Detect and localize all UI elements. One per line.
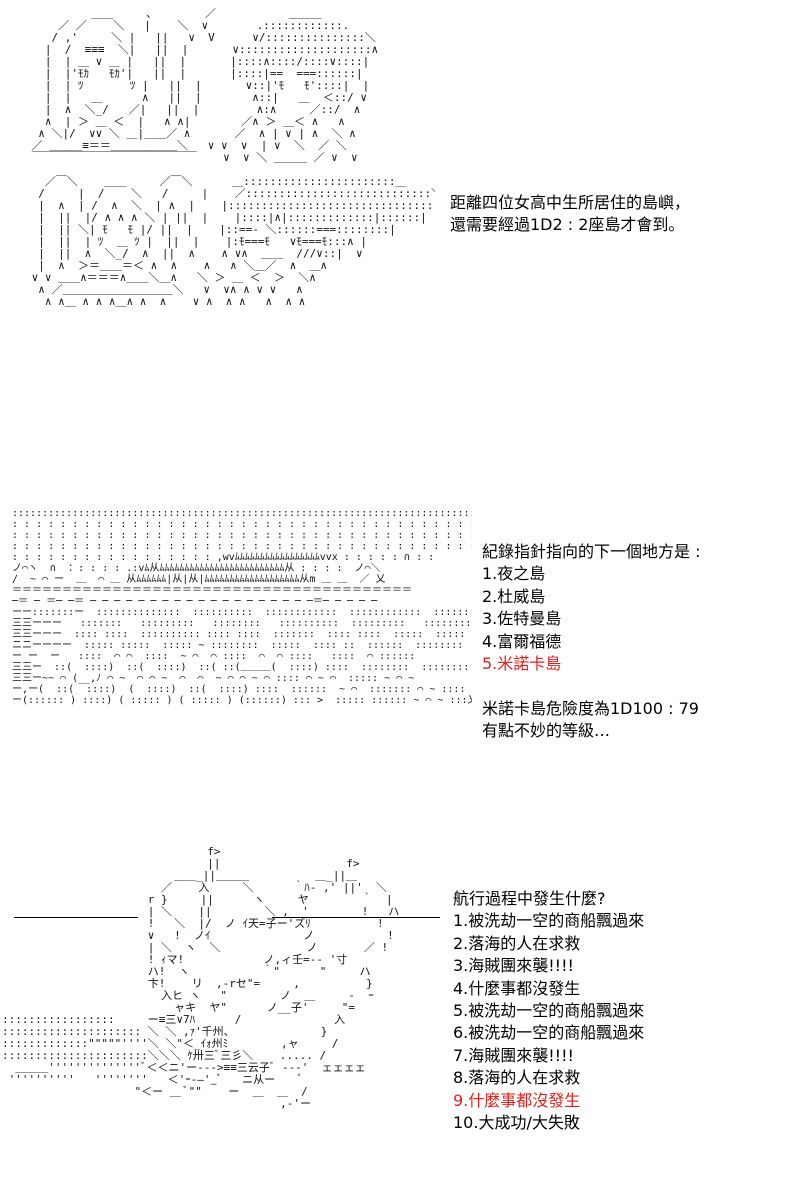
event-option: 7.海賊團來襲!!!! [453, 1045, 574, 1065]
danger-line: 米諾卡島危險度為1D100 : 79 [482, 698, 699, 718]
option-item: 2.杜威島 [482, 586, 546, 606]
event-option: 5.被洗劫一空的商船飄過來 [453, 1001, 645, 1021]
event-option: 3.海賊團來襲!!!! [453, 956, 574, 976]
event-intro: 航行過程中發生什麼? [453, 889, 606, 908]
event-option: 10.大成功/大失敗 [453, 1113, 580, 1133]
ship-ascii-art: f> || f> ＿＿_||＿＿＿ ＿_||＿ ／ 入 ＼ ｀ﾊ- ,' ||'… [2, 846, 400, 1110]
event-option-selected: 9.什麼事都沒發生 [453, 1090, 581, 1110]
event-option: 1.被洗劫一空的商船飄過來 [453, 911, 645, 931]
panel1-caption: 距離四位女高中生所居住的島嶼， 還需要經過1D2 : 2座島才會到。 [450, 192, 690, 236]
event-option: 2.落海的人在求救 [453, 933, 581, 953]
option-item: 3.佐特曼島 [482, 609, 562, 629]
event-option: 6.被洗劫一空的商船飄過來 [453, 1023, 645, 1043]
event-option: 8.落海的人在求救 [453, 1068, 581, 1088]
panel3-text: 航行過程中發生什麼? 1.被洗劫一空的商船飄過來 2.落海的人在求救 3.海賊團… [453, 888, 644, 1134]
horizon-line-right [272, 917, 440, 918]
option-item: 4.富爾福德 [482, 631, 562, 651]
caption-line: 距離四位女高中生所居住的島嶼， [450, 193, 691, 212]
caption-line: 還需要經過1D2 : 2座島才會到。 [450, 215, 685, 234]
panel2-text: 紀錄指針指向的下一個地方是 : 1.夜之島 2.杜威島 3.佐特曼島 4.富爾福… [482, 541, 700, 743]
option-item-selected: 5.米諾卡島 [482, 654, 562, 674]
danger-line: 有點不妙的等級… [482, 721, 611, 741]
event-option: 4.什麼事都沒發生 [453, 978, 581, 998]
option-item: 1.夜之島 [482, 564, 546, 584]
pointer-intro: 紀錄指針指向的下一個地方是 : [482, 542, 701, 561]
spacer [482, 675, 700, 697]
characters-ascii-art: ＿＿ ､ ／ ＿＿＿ ／ ／ ＼ | ＼ ∨ .::::::::::::. / … [31, 8, 435, 308]
island-ascii-art: ::::::::::::::::::::::::::::::::::::::::… [12, 508, 472, 706]
horizon-line-left [14, 917, 138, 918]
